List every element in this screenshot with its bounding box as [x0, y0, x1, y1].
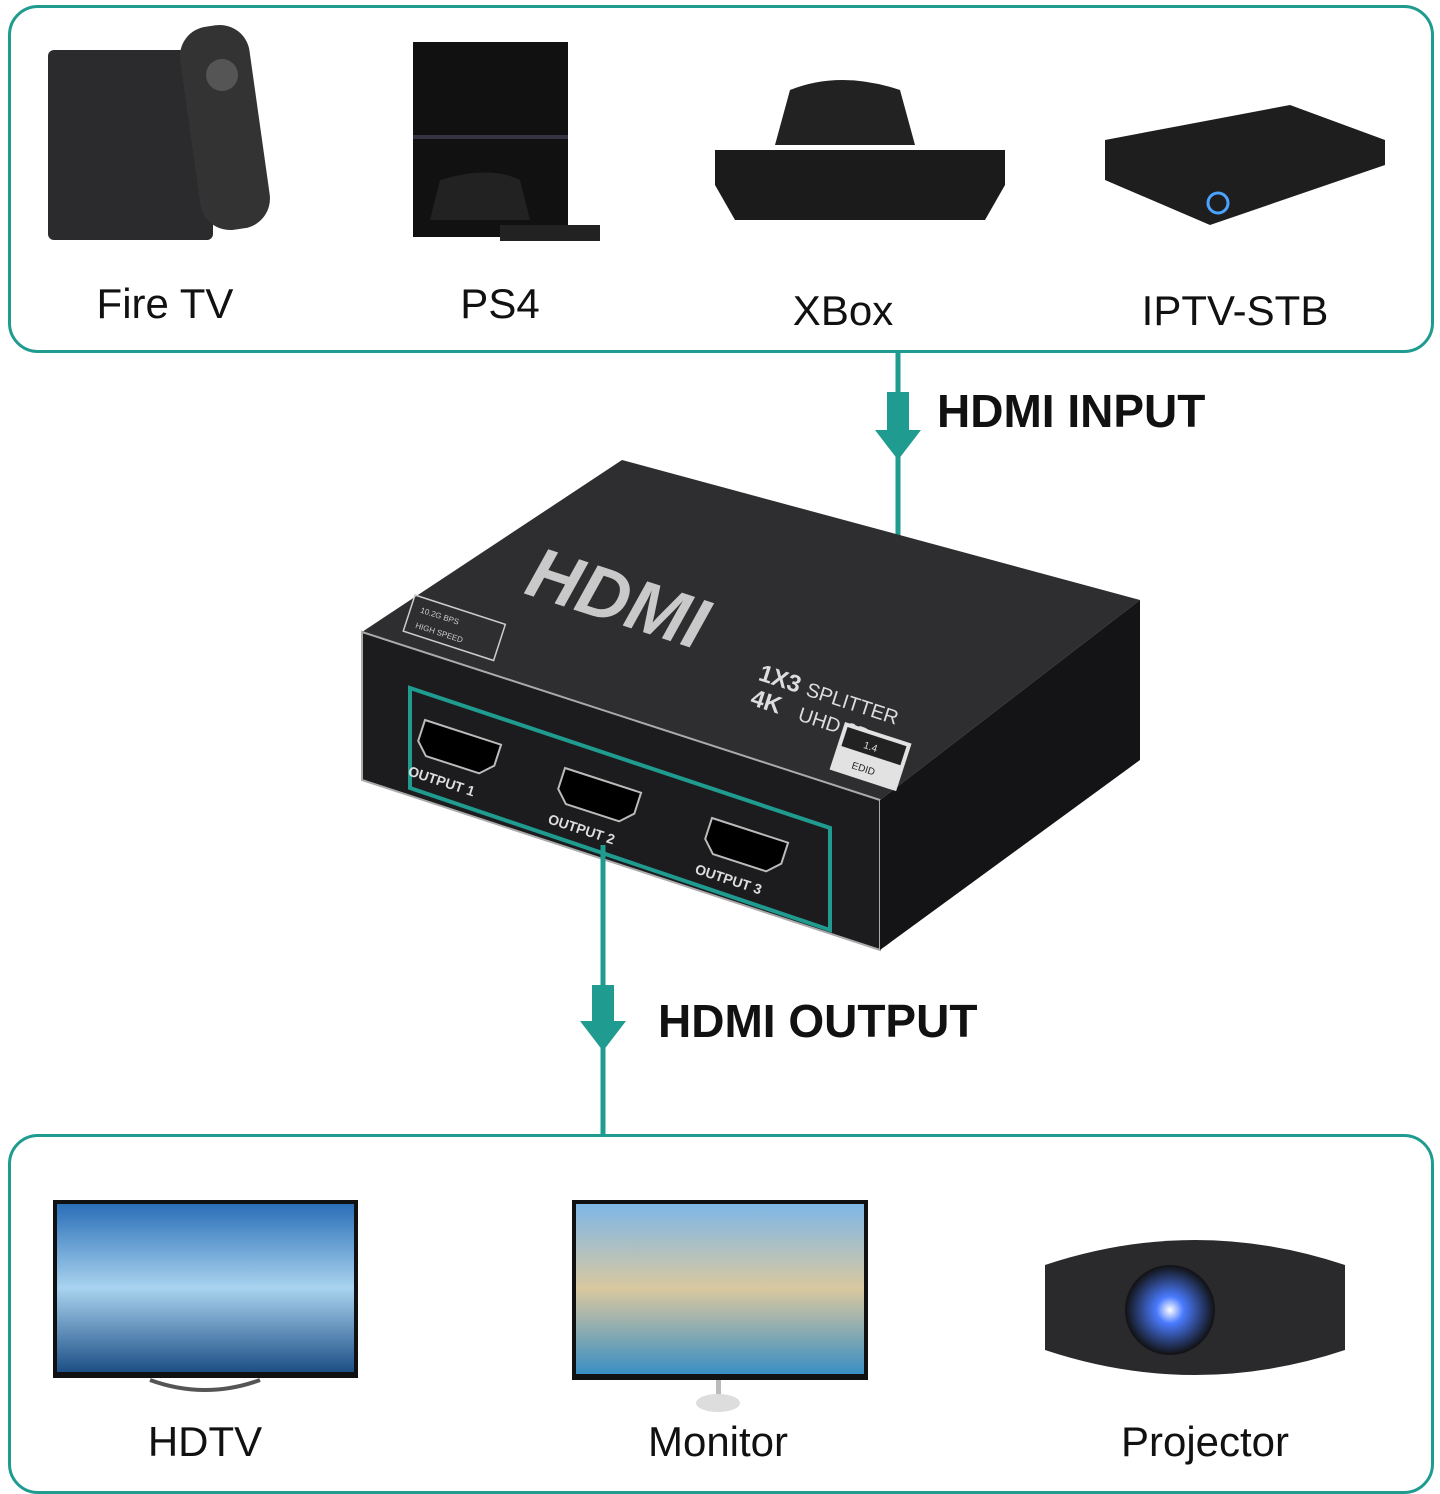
display-label-monitor: Monitor: [647, 1418, 789, 1465]
monitor-icon: [572, 1200, 868, 1412]
display-label-projector: Projector: [1120, 1418, 1290, 1465]
projector-icon: [1045, 1240, 1345, 1375]
device-label-fire-tv: Fire TV: [96, 280, 234, 327]
fire-tv-icon: [48, 25, 270, 240]
output-arrow-icon: [580, 985, 626, 1051]
hdtv-icon: [53, 1200, 358, 1392]
hdmi-output-label: HDMI OUTPUT: [658, 995, 978, 1047]
set-top-box-icon: [1105, 105, 1385, 225]
device-label-ps4: PS4: [460, 280, 540, 327]
source-devices-panel: [8, 5, 1434, 353]
ps4-icon: [413, 42, 600, 241]
output-ports-highlight: [408, 685, 832, 933]
device-label-xbox: XBox: [792, 287, 894, 334]
hdmi-input-label: HDMI INPUT: [937, 385, 1206, 437]
device-label-iptv-stb: IPTV-STB: [1141, 287, 1329, 334]
edid-version: 1.4: [862, 740, 879, 755]
diagram-graphics: HDMI 1X3 SPLITTER 4K UHD 3D 10.2G BPS HI…: [48, 25, 1385, 1412]
display-label-hdtv: HDTV: [147, 1418, 263, 1465]
hdmi-splitter-device: HDMI 1X3 SPLITTER 4K UHD 3D 10.2G BPS HI…: [361, 460, 1140, 952]
xbox-icon: [715, 80, 1005, 220]
input-arrow-icon: [875, 392, 921, 460]
